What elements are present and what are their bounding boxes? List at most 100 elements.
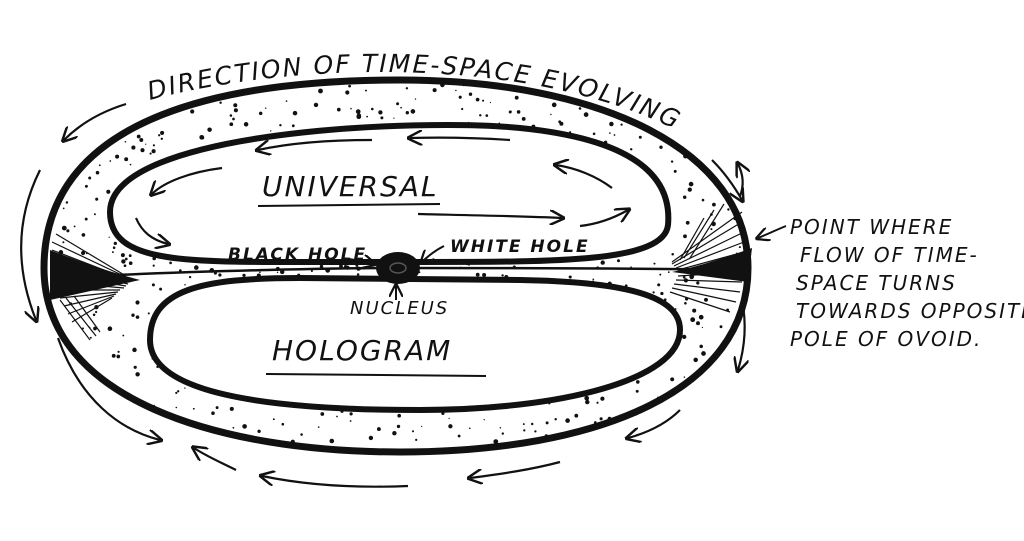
speckle-dot	[652, 291, 655, 294]
speckle-dot	[607, 416, 612, 421]
speckle-dot	[236, 433, 238, 435]
speckle-dot	[727, 208, 730, 211]
speckle-dot	[94, 310, 98, 314]
speckle-dot	[659, 145, 663, 149]
speckle-dot	[69, 379, 73, 383]
speckle-dot	[620, 123, 623, 126]
speckle-dot	[122, 437, 127, 442]
speckle-dot	[660, 291, 664, 296]
speckle-dot	[682, 334, 687, 340]
speckle-dot	[701, 326, 704, 329]
speckle-dot	[69, 123, 74, 128]
speckle-dot	[92, 123, 96, 127]
speckle-dot	[178, 428, 182, 432]
speckle-dot	[232, 117, 235, 121]
speckle-dot	[600, 396, 605, 401]
speckle-dot	[90, 405, 94, 410]
speckle-dot	[744, 186, 748, 192]
speckle-dot	[243, 122, 249, 127]
speckle-dot	[690, 317, 696, 323]
speckle-dot	[521, 116, 526, 121]
speckle-dot	[89, 336, 92, 339]
speckle-dot	[190, 440, 195, 445]
speckle-dot	[482, 273, 487, 277]
speckle-dot	[105, 83, 108, 86]
speckle-dot	[709, 438, 713, 443]
speckle-dot	[559, 121, 564, 126]
speckle-dot	[730, 404, 735, 408]
speckle-dot	[50, 388, 53, 391]
speckle-dot	[58, 93, 62, 97]
speckle-dot	[59, 365, 63, 368]
pole-note-pointer	[758, 225, 787, 238]
speckle-dot	[336, 415, 338, 418]
speckle-dot	[175, 429, 180, 434]
speckle-dot	[204, 443, 208, 446]
speckle-dot	[686, 82, 690, 87]
speckle-dot	[727, 126, 731, 130]
speckle-dot	[718, 139, 721, 142]
speckle-dot	[393, 117, 395, 119]
speckle-dot	[448, 417, 450, 420]
speckle-dot	[336, 107, 341, 112]
speckle-dot	[365, 89, 367, 92]
speckle-dot	[89, 99, 93, 103]
speckle-dot	[565, 418, 570, 423]
speckle-dot	[710, 228, 713, 231]
speckle-dot	[240, 444, 243, 448]
speckle-dot	[139, 138, 144, 142]
speckle-dot	[194, 265, 199, 270]
speckle-dot	[120, 253, 125, 258]
speckle-dot	[81, 233, 86, 237]
speckle-dot	[123, 264, 127, 268]
speckle-dot	[405, 87, 409, 90]
speckle-dot	[124, 257, 128, 261]
flow-arrow	[579, 210, 628, 228]
speckle-dot	[163, 423, 169, 429]
speckle-dot	[63, 433, 67, 437]
speckle-dot	[731, 148, 734, 150]
hologram-label: HOLOGRAM	[272, 334, 452, 367]
speckle-dot	[291, 124, 295, 128]
speckle-dot	[729, 203, 732, 205]
universal-flow-arrows	[134, 138, 628, 244]
speckle-dot	[184, 283, 186, 286]
speckle-dot	[682, 275, 686, 279]
speckle-dot	[683, 376, 686, 378]
white-hole-label: WHITE HOLE	[450, 237, 590, 257]
speckle-dot	[113, 241, 117, 246]
speckle-dot	[368, 435, 374, 441]
speckle-dot	[207, 127, 212, 132]
speckle-dot	[61, 225, 67, 231]
speckle-dot	[380, 116, 384, 120]
speckle-dot	[67, 104, 72, 109]
speckle-dot	[415, 438, 418, 442]
flow-arrow	[64, 102, 127, 140]
speckle-dot	[211, 411, 215, 415]
speckle-dot	[691, 112, 696, 117]
speckle-dot	[160, 130, 165, 135]
speckle-dot	[128, 254, 132, 258]
speckle-dot	[700, 94, 705, 99]
speckle-dot	[366, 115, 368, 118]
flow-arrow	[470, 460, 561, 478]
speckle-dot	[257, 429, 261, 433]
nucleus-core	[376, 252, 420, 284]
speckle-dot	[190, 109, 195, 114]
speckle-dot	[448, 424, 453, 429]
speckle-dot	[378, 110, 383, 115]
speckle-dot	[626, 443, 628, 446]
universal-underline	[257, 203, 441, 207]
speckle-dot	[702, 83, 706, 87]
speckle-dot	[701, 351, 706, 356]
speckle-dot	[545, 421, 549, 425]
speckle-dot	[479, 114, 482, 117]
speckle-dot	[657, 283, 661, 287]
speckle-dot	[461, 107, 464, 111]
speckle-dot	[405, 111, 409, 115]
speckle-dot	[95, 197, 99, 201]
speckle-dot	[670, 377, 675, 382]
speckle-dot	[61, 387, 66, 392]
speckle-dot	[121, 259, 126, 264]
speckle-dot	[732, 435, 735, 438]
